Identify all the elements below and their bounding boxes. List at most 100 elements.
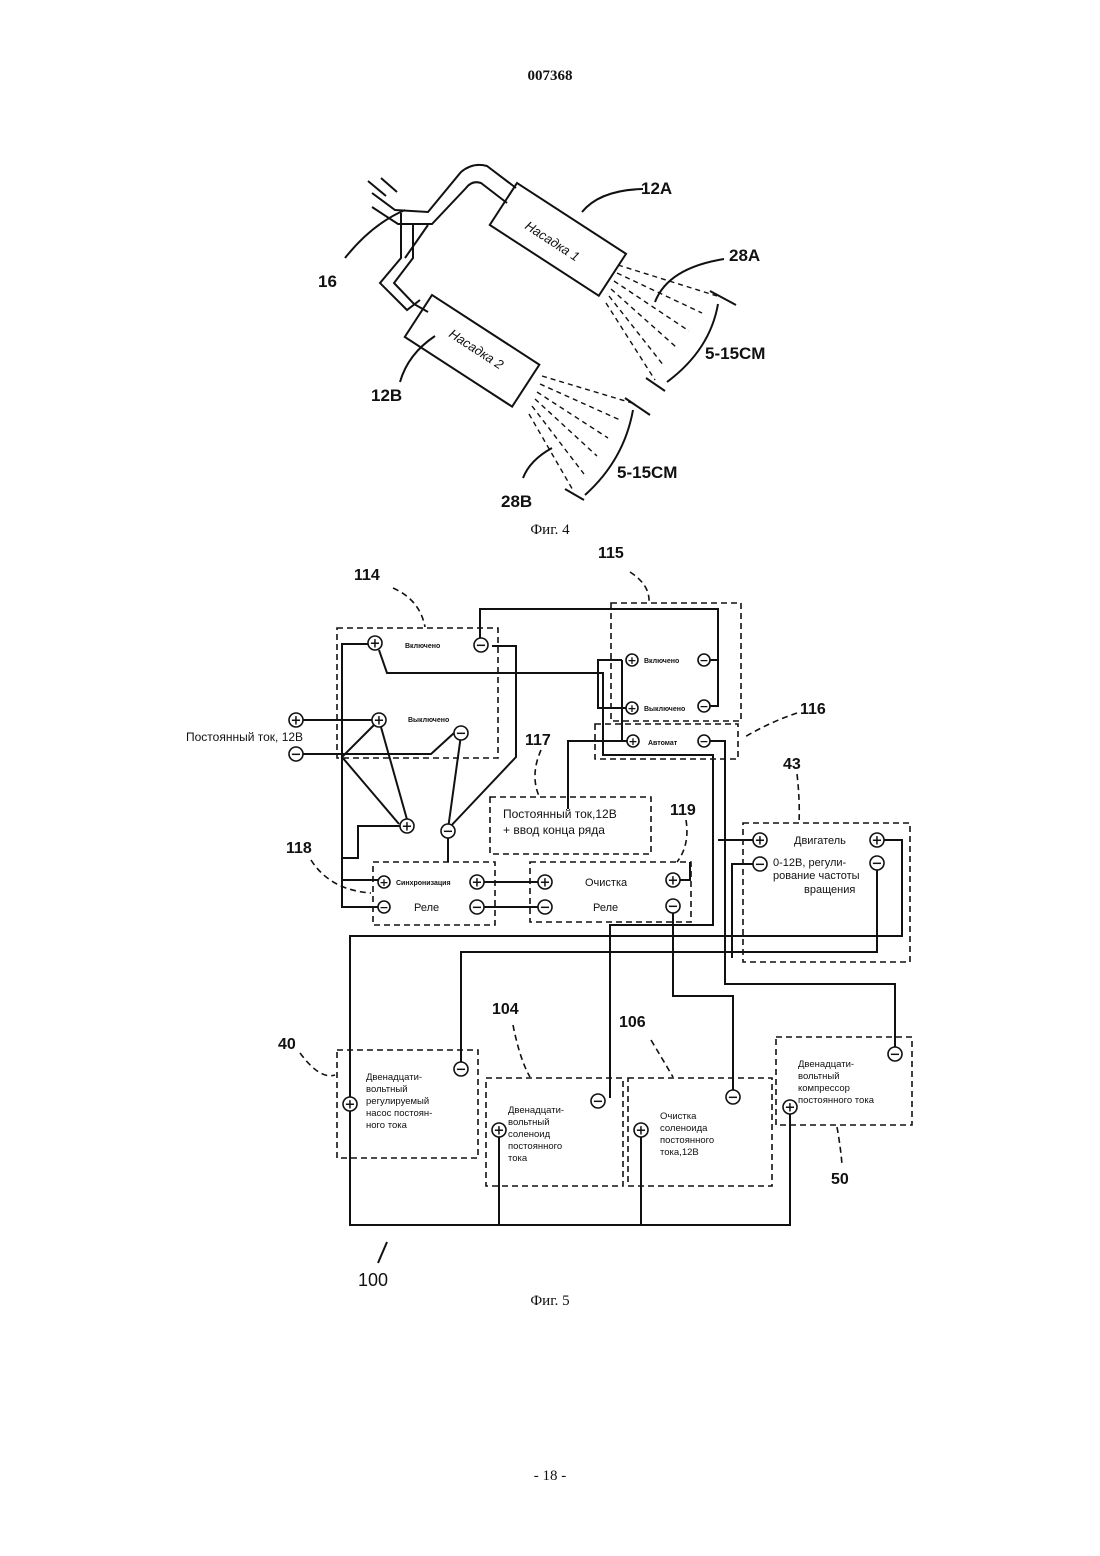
sol-104-line5: тока — [508, 1153, 528, 1164]
svg-text:+: + — [668, 874, 679, 889]
minus-terminal: − — [698, 654, 710, 667]
label-114: 114 — [354, 567, 380, 584]
svg-text:−: − — [379, 901, 388, 914]
minus-terminal: − — [753, 857, 767, 873]
minus-terminal: − — [474, 638, 488, 654]
svg-text:−: − — [476, 639, 487, 654]
minus-terminal: − — [698, 735, 710, 748]
relay-118-title: Синхронизация — [396, 880, 451, 887]
minus-terminal: − — [591, 1094, 605, 1110]
comp-50-line4: постоянного тока — [798, 1095, 875, 1106]
plus-terminal: + — [372, 713, 386, 729]
sol-104-line1: Двенадцати- — [508, 1105, 564, 1116]
leader-106 — [651, 1040, 673, 1077]
plus-terminal: + — [289, 713, 303, 729]
clean-106-line3: постоянного — [660, 1135, 714, 1146]
relay-119-title: Очистка — [585, 877, 628, 889]
svg-text:−: − — [890, 1048, 901, 1063]
switch-114-off-label: Выключено — [408, 717, 449, 724]
svg-text:−: − — [443, 825, 454, 840]
leader-104 — [513, 1025, 530, 1077]
plus-terminal: + — [492, 1123, 506, 1139]
pump-40-line2: вольтный — [366, 1084, 408, 1095]
switch-114-on-label: Включено — [405, 643, 440, 650]
svg-text:+: + — [374, 714, 385, 729]
svg-text:−: − — [699, 654, 708, 667]
svg-text:+: + — [627, 654, 636, 667]
svg-text:−: − — [728, 1091, 739, 1106]
comp-50-line1: Двенадцати- — [798, 1059, 854, 1070]
leader-116 — [743, 713, 797, 738]
svg-text:−: − — [540, 901, 551, 916]
svg-text:+: + — [627, 702, 636, 715]
sol-104-line2: вольтный — [508, 1117, 550, 1128]
clean-106-line4: тока,12В — [660, 1147, 699, 1158]
relay-119-sub: Реле — [593, 902, 618, 914]
minus-terminal: − — [289, 747, 303, 763]
svg-text:−: − — [872, 857, 883, 872]
plus-terminal: + — [626, 702, 638, 715]
plus-terminal: + — [343, 1097, 357, 1113]
plus-terminal: + — [753, 833, 767, 849]
minus-terminal: − — [441, 824, 455, 840]
leader-117 — [535, 750, 541, 796]
svg-text:−: − — [699, 735, 708, 748]
svg-text:−: − — [699, 700, 708, 713]
svg-text:+: + — [379, 876, 388, 889]
label-104: 104 — [492, 1001, 519, 1018]
minus-terminal: − — [378, 901, 390, 914]
box-117-line2: + ввод конца ряда — [503, 823, 605, 837]
label-50: 50 — [831, 1171, 849, 1188]
svg-text:−: − — [472, 901, 483, 916]
plus-terminal: + — [470, 875, 484, 891]
motor-43-line2: рование частоты — [773, 870, 860, 882]
pump-40-line1: Двенадцати- — [366, 1072, 422, 1083]
label-40: 40 — [278, 1036, 296, 1053]
svg-text:+: + — [291, 714, 302, 729]
label-115: 115 — [598, 545, 624, 562]
plus-terminal: + — [783, 1100, 797, 1116]
comp-50-line2: вольтный — [798, 1071, 840, 1082]
leader-115 — [630, 572, 649, 602]
minus-terminal: − — [538, 900, 552, 916]
svg-text:−: − — [456, 727, 467, 742]
svg-text:+: + — [636, 1124, 647, 1139]
svg-text:−: − — [291, 748, 302, 763]
plus-terminal: + — [400, 819, 414, 835]
box-117-line1: Постоянный ток,12В — [503, 807, 617, 821]
figure-5-caption: Фиг. 5 — [0, 1293, 1100, 1310]
plus-terminal: + — [870, 833, 884, 849]
svg-text:+: + — [370, 637, 381, 652]
pump-40-line4: насос постоян- — [366, 1108, 432, 1119]
leader-50 — [837, 1127, 842, 1165]
leader-43 — [797, 774, 799, 823]
svg-text:−: − — [755, 858, 766, 873]
leader-114 — [393, 588, 425, 627]
minus-terminal: − — [470, 900, 484, 916]
switch-115-on-label: Включено — [644, 658, 679, 665]
motor-43-line1: 0-12В, регули- — [773, 857, 847, 869]
plus-terminal: + — [626, 654, 638, 667]
pump-40-line3: регулируемый — [366, 1096, 429, 1107]
label-43: 43 — [783, 756, 801, 773]
svg-text:+: + — [402, 820, 413, 835]
svg-text:+: + — [628, 735, 637, 748]
plus-terminal: + — [378, 876, 390, 889]
label-119: 119 — [670, 802, 696, 819]
svg-text:+: + — [540, 876, 551, 891]
svg-text:−: − — [668, 900, 679, 915]
label-118: 118 — [286, 840, 312, 857]
plus-terminal: + — [538, 875, 552, 891]
relay-118-sub: Реле — [414, 902, 439, 914]
minus-terminal: − — [666, 899, 680, 915]
minus-terminal: − — [870, 856, 884, 872]
switch-115-off-label: Выключено — [644, 706, 685, 713]
svg-text:−: − — [593, 1095, 604, 1110]
svg-text:−: − — [456, 1063, 467, 1078]
plus-terminal: + — [627, 735, 639, 748]
motor-43-title: Двигатель — [794, 835, 846, 847]
minus-terminal: − — [698, 700, 710, 713]
pump-40-line5: ного тока — [366, 1120, 408, 1131]
